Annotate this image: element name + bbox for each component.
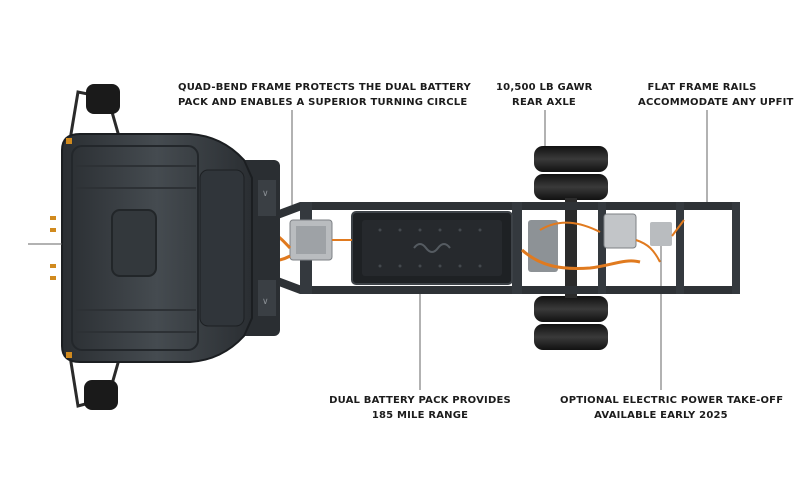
leader-lines: [291, 110, 708, 390]
callout-flat-frame-rails: FLAT FRAME RAILS ACCOMMODATE ANY UPFIT: [638, 80, 794, 110]
rear-drive-and-pto: [521, 213, 685, 272]
callout-flat-rails-line2: ACCOMMODATE ANY UPFIT: [638, 97, 794, 108]
callout-gawr-line1: 10,500 LB GAWR: [496, 82, 593, 93]
tire-bottom-inner: [534, 296, 608, 322]
callout-quad-bend-line1: QUAD-BEND FRAME PROTECTS THE DUAL BATTER…: [178, 82, 471, 93]
callout-quad-bend-line2: PACK AND ENABLES A SUPERIOR TURNING CIRC…: [178, 97, 468, 108]
cab: ∨ ∨: [28, 133, 280, 363]
tire-top-inner: [534, 174, 608, 200]
callout-rear-axle-gawr: 10,500 LB GAWR REAR AXLE: [496, 80, 592, 110]
callout-gawr-line2: REAR AXLE: [512, 97, 576, 108]
side-mirror-top: [68, 84, 122, 141]
dual-battery-pack: [351, 211, 513, 285]
callout-quad-bend-frame: QUAD-BEND FRAME PROTECTS THE DUAL BATTER…: [178, 80, 471, 110]
svg-text:∨: ∨: [262, 189, 269, 199]
front-power-electronics: [263, 219, 352, 262]
tire-top-outer: [534, 146, 608, 172]
callout-battery-line2: 185 MILE RANGE: [371, 410, 469, 421]
callout-pto-line1: OPTIONAL ELECTRIC POWER TAKE-OFF: [560, 395, 784, 406]
svg-text:∨: ∨: [262, 297, 269, 307]
tire-bottom-outer: [534, 324, 608, 350]
callout-flat-rails-line1: FLAT FRAME RAILS: [647, 82, 757, 93]
callout-pto-line2: AVAILABLE EARLY 2025: [594, 410, 728, 421]
side-mirror-bottom: [68, 355, 122, 410]
callout-power-take-off: OPTIONAL ELECTRIC POWER TAKE-OFF AVAILAB…: [560, 393, 784, 423]
callout-battery-line1: DUAL BATTERY PACK PROVIDES: [329, 395, 511, 406]
callout-dual-battery-pack: DUAL BATTERY PACK PROVIDES 185 MILE RANG…: [326, 393, 514, 423]
